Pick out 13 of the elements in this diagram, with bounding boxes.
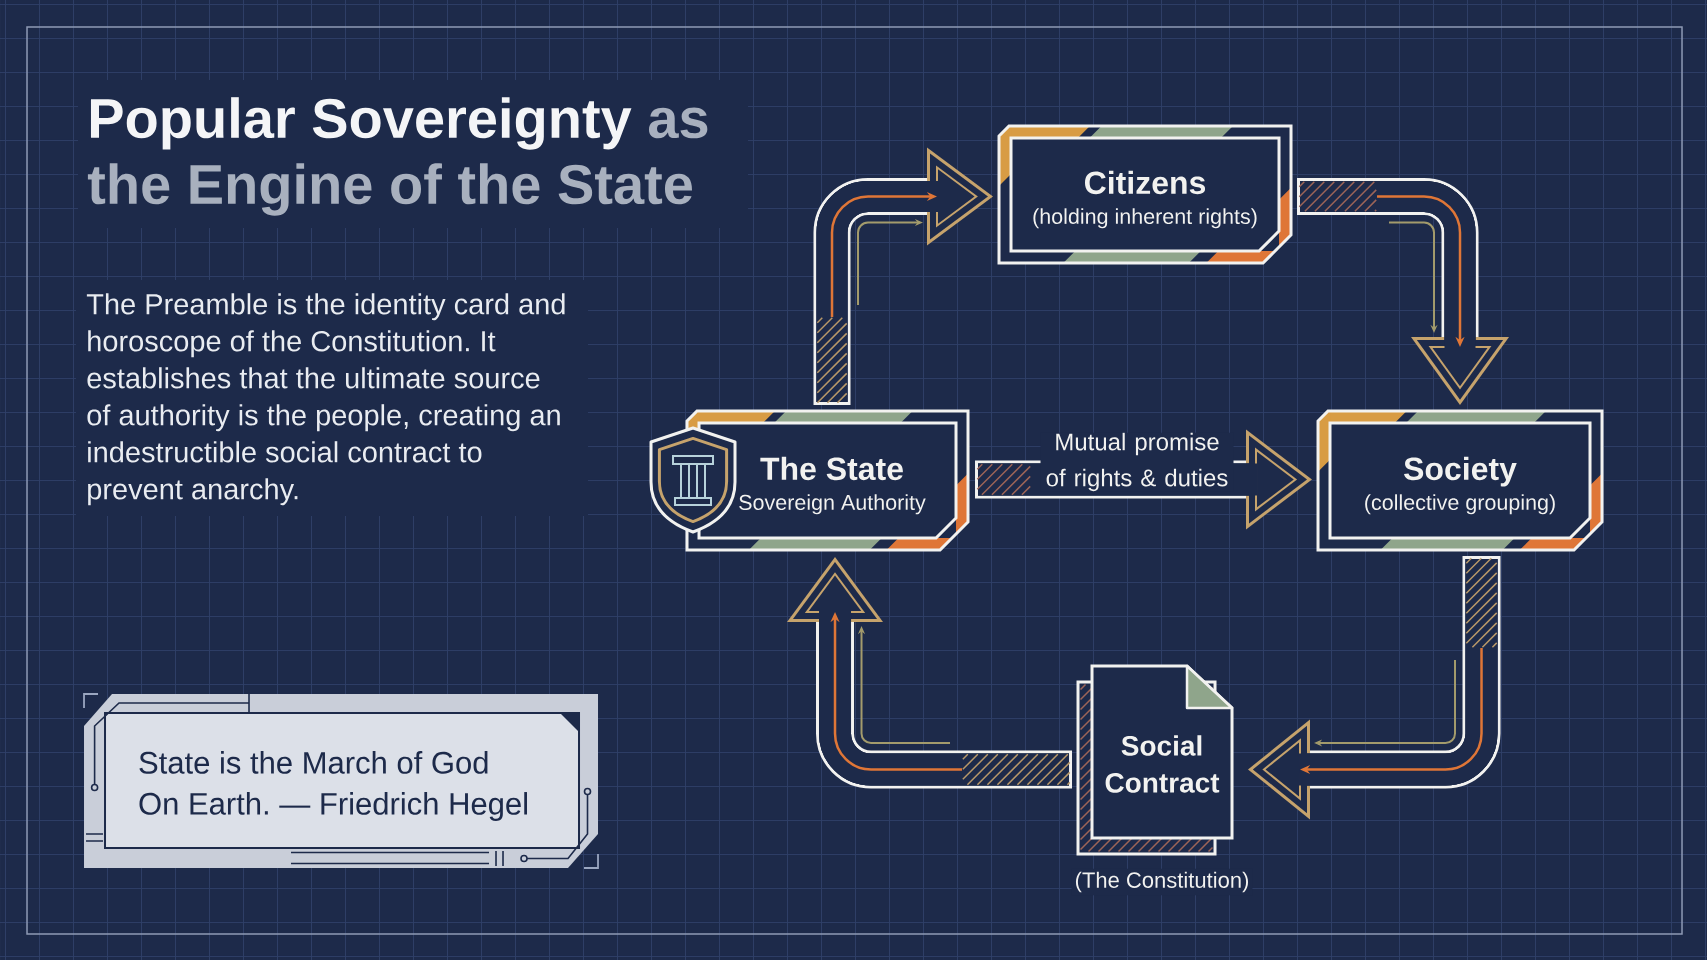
body-text: The Preamble is the identity card and horoscope of the Constitution. It establishes that the ultimate source of authority is the people, creating an indestructible social contract to prevent anarchy. (86, 293, 565, 506)
concept-box: Citizens (holding inherent rights) (997, 124, 1293, 265)
node-label: (The Constitution) (1071, 868, 1253, 896)
edge-label: Mutual promise of rights & duties (1040, 432, 1234, 492)
node-label: The State (760, 456, 903, 481)
arrow (1248, 556, 1501, 820)
quote-box: State is the March of God On Earth. — Friedrich Hegel (84, 693, 598, 868)
node-label: Sovereign Authority (739, 494, 926, 515)
arrow (787, 557, 1072, 789)
arrow (813, 147, 993, 405)
title: Popular Sovereignty as the Engine of the State (87, 97, 708, 216)
arrow (1297, 178, 1509, 405)
concept-box: Society (collective grouping) (1316, 409, 1604, 552)
